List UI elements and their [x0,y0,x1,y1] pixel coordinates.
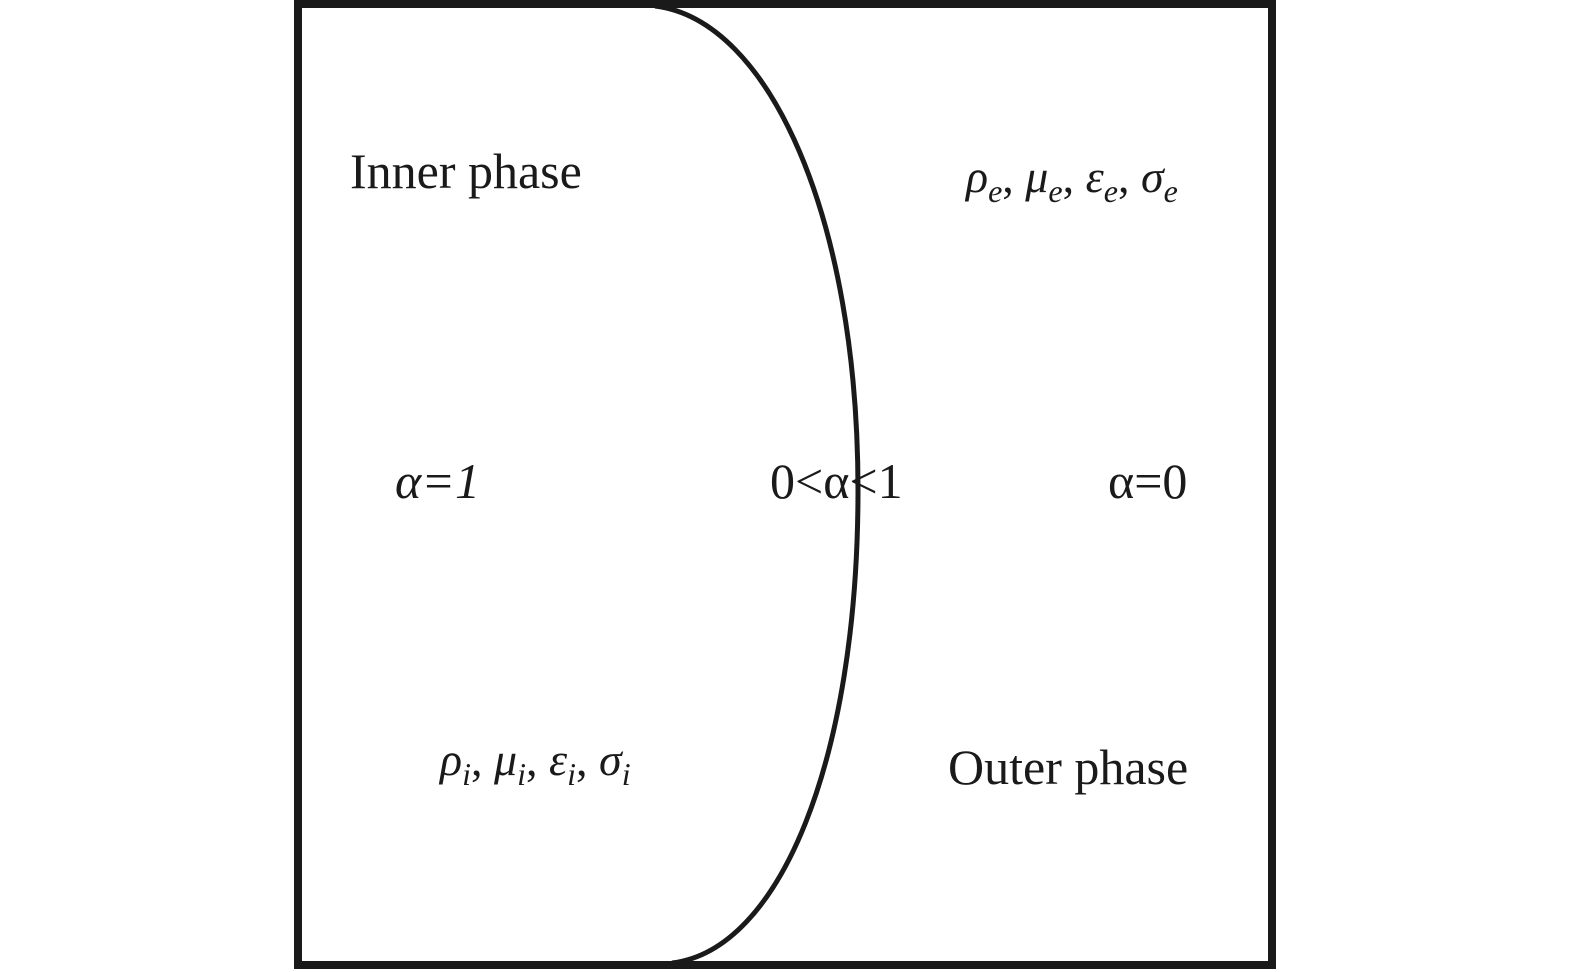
inner-properties: ρi, μi, εi, σi [438,734,631,792]
inner-prop-separator-1: , [526,734,549,785]
inner-prop-symbol-0: ρ [438,734,462,785]
inner-prop-symbol-3: σ [599,734,624,785]
interface-alpha-label: 0<α<1 [770,453,903,509]
inner-prop-subscript-0: i [462,756,471,792]
inner-phase-label: Inner phase [350,143,582,199]
inner-prop-subscript-2: i [567,756,576,792]
outer-prop-separator-0: , [1002,151,1025,202]
outer-phase-label: Outer phase [948,739,1188,795]
outer-prop-symbol-3: σ [1141,151,1166,202]
outer-prop-symbol-2: ε [1086,151,1105,202]
outer-prop-subscript-2: e [1104,173,1118,209]
inner-prop-symbol-1: μ [493,734,517,785]
inner-alpha-text: α=1 [395,453,480,509]
inner-prop-symbol-2: ε [549,734,568,785]
inner-prop-subscript-1: i [517,756,526,792]
outer-prop-subscript-3: e [1164,173,1178,209]
inner-alpha-label: α=1 [395,453,480,509]
outer-prop-subscript-0: e [988,173,1002,209]
outer-prop-separator-2: , [1118,151,1141,202]
outer-alpha-label: α=0 [1108,453,1187,509]
outer-properties: ρe, μe, εe, σe [964,151,1178,209]
interface-curve [654,3,861,966]
domain-boundary [294,0,1276,969]
outer-prop-symbol-1: μ [1024,151,1048,202]
outer-prop-symbol-0: ρ [964,151,988,202]
inner-prop-separator-0: , [471,734,494,785]
outer-prop-subscript-1: e [1048,173,1062,209]
inner-prop-separator-2: , [576,734,599,785]
outer-prop-separator-1: , [1063,151,1086,202]
inner-prop-subscript-3: i [622,756,631,792]
